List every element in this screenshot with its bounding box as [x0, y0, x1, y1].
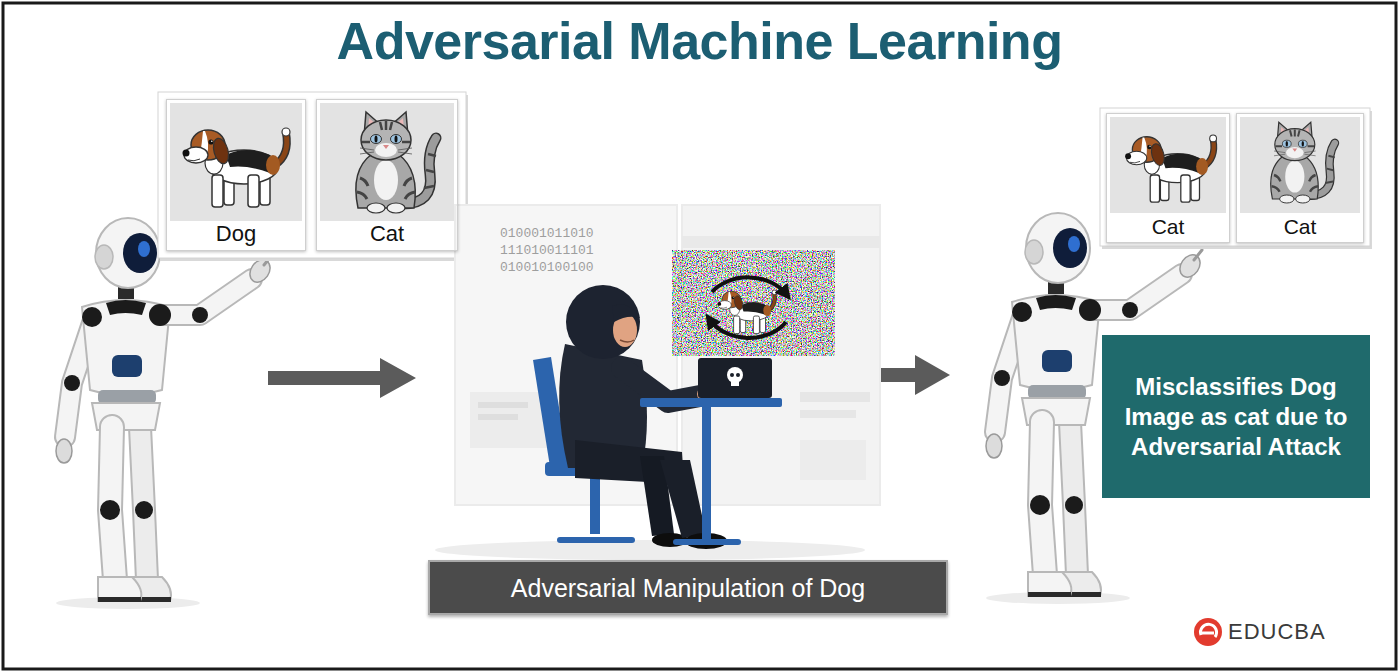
- card-panel-right-part: [1110, 117, 1226, 213]
- binary-text: 010001011010: [500, 226, 594, 242]
- card-panel-right-part: [1236, 113, 1364, 243]
- card-panel-left-part: [158, 92, 466, 258]
- flow-arrow: [268, 358, 416, 398]
- card-panel-right-part: [1100, 108, 1370, 246]
- card-panel-right-part: [1102, 111, 1372, 249]
- logo-icon-part: [1194, 618, 1222, 646]
- card-panel-right-part: [1271, 122, 1335, 203]
- frame-border: [3, 3, 1396, 669]
- screen-backdrop-part: [478, 402, 528, 408]
- image-card: Cat: [316, 99, 458, 251]
- card-panel-right-part: [1125, 135, 1216, 202]
- hacker-figure-part: [660, 460, 706, 538]
- desk-and-laptop-part: [731, 381, 739, 386]
- binary-text: 010010100100: [500, 260, 594, 276]
- robot-left: [56, 218, 274, 609]
- desk-and-laptop-part: [730, 373, 734, 377]
- result-callout: Misclassifies Dog Image as cat due to Ad…: [1100, 333, 1372, 500]
- noise-image-part: [712, 277, 786, 294]
- card-panel-left-part: [356, 112, 436, 213]
- logo-icon-part: [1201, 632, 1214, 635]
- card-panel-right-part: [1240, 117, 1360, 213]
- caption-box: Adversarial Manipulation of Dog: [428, 560, 948, 615]
- card-panel-right-part: [1106, 113, 1230, 243]
- card-label: Cat: [370, 221, 404, 247]
- card-panel-left-part: [170, 103, 302, 221]
- image-card: Dog: [166, 99, 306, 251]
- logo-icon: [1194, 618, 1222, 646]
- image-card: Cat: [1106, 113, 1230, 243]
- desk-and-laptop-part: [702, 407, 711, 540]
- box-text: Adversarial Manipulation of Dog: [511, 573, 865, 603]
- card-label: Cat: [1284, 214, 1317, 239]
- card-panel-left-part: [183, 128, 291, 207]
- hacker-figure-part: [560, 537, 632, 543]
- binary-text: 111010011101: [500, 243, 594, 259]
- logo-text: EDUCBA: [1228, 619, 1326, 645]
- hacker-figure-part: [612, 305, 640, 323]
- desk-and-laptop: [640, 358, 782, 542]
- desk-and-laptop-part: [640, 398, 782, 407]
- card-panel-right: [1100, 108, 1372, 249]
- card-label: Dog: [216, 221, 256, 247]
- screen-backdrop-part: [682, 236, 880, 248]
- noise-image-part: [717, 290, 776, 333]
- screen-backdrop-part: [800, 410, 856, 418]
- hacker-figure-part: [622, 368, 700, 402]
- card-panel-left: [158, 92, 468, 261]
- desk-and-laptop-part: [736, 373, 740, 377]
- floor-shadow: [435, 540, 865, 560]
- hacker-figure-part: [590, 476, 600, 534]
- card-panel-left-part: [316, 99, 458, 251]
- diagram-title: Adversarial Machine Learning: [0, 10, 1399, 72]
- screen-backdrop-part: [470, 392, 548, 448]
- noise-image-part: [710, 320, 786, 338]
- card-panel-left-part: [166, 99, 306, 251]
- screen-backdrop-part: [800, 440, 866, 480]
- logo-icon-part: [1201, 624, 1217, 637]
- desk-and-laptop-part: [676, 539, 738, 545]
- noise-image-part: [672, 250, 835, 356]
- desk-and-laptop-part: [698, 358, 772, 398]
- card-panel-left-part: [320, 103, 454, 221]
- hacker-figure-part: [566, 285, 640, 359]
- desk-and-laptop-part: [727, 367, 743, 383]
- box-text: Misclassifies Dog Image as cat due to Ad…: [1114, 372, 1358, 462]
- hacker-figure-part: [620, 340, 634, 342]
- noise-image: [672, 250, 835, 356]
- noise-image-part: [672, 250, 835, 356]
- image-card: Cat: [1236, 113, 1364, 243]
- card-label: Cat: [1152, 214, 1185, 239]
- screen-backdrop-part: [478, 414, 518, 420]
- screen-backdrop-part: [800, 392, 870, 402]
